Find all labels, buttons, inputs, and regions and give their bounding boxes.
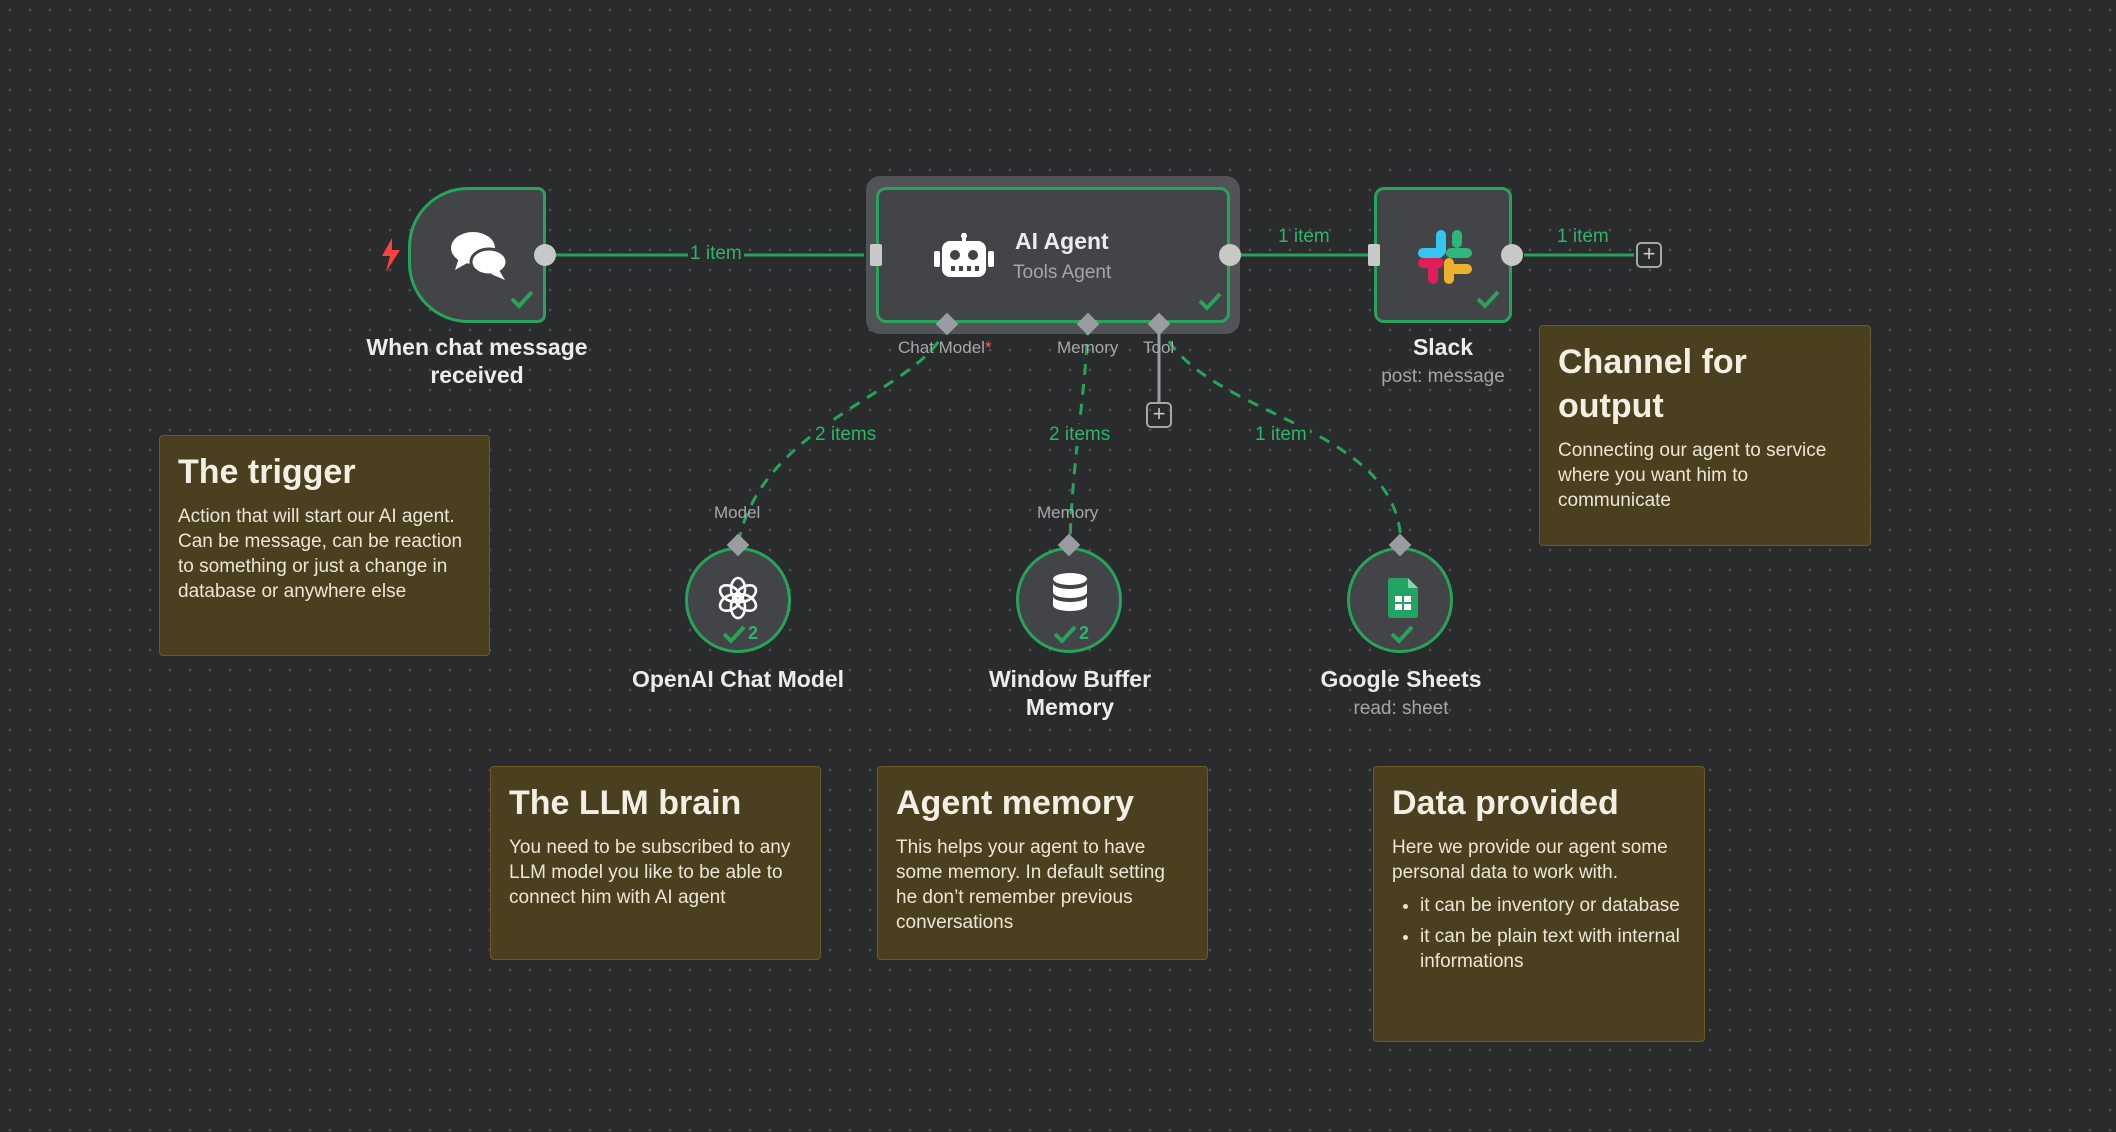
- sticky-body: Action that will start our AI agent. Can…: [178, 506, 463, 602]
- trigger-node-title: When chat message received: [366, 334, 588, 388]
- success-check-icon: [510, 290, 534, 309]
- google-sheets-icon: [1388, 578, 1418, 618]
- sticky-note-data[interactable]: Data provided Here we provide our agent …: [1373, 766, 1705, 1042]
- edge-tool: [1157, 323, 1403, 546]
- sticky-body: This helps your agent to have some memor…: [896, 837, 1165, 933]
- sticky-title: The LLM brain: [509, 784, 742, 822]
- memory-node-title: Window Buffer Memory: [988, 666, 1152, 720]
- success-check-icon: [1390, 625, 1414, 644]
- trigger-output-port[interactable]: [534, 244, 556, 266]
- sticky-note-trigger[interactable]: The trigger Action that will start our A…: [159, 435, 490, 656]
- sticky-body: Here we provide our agent some personal …: [1392, 837, 1668, 883]
- slack-output-port[interactable]: [1501, 244, 1523, 266]
- database-icon: [1053, 573, 1087, 611]
- agent-node-subtitle: Tools Agent: [1013, 262, 1112, 283]
- slack-node-subtitle: post: message: [1381, 366, 1505, 387]
- slack-node-title: Slack: [1412, 334, 1474, 360]
- agent-node[interactable]: AI Agent Tools Agent: [876, 187, 1230, 323]
- edge-label-model: 2 items: [812, 424, 880, 446]
- memory-port-label: Memory: [1037, 503, 1099, 522]
- agent-output-port[interactable]: [1219, 244, 1241, 266]
- sticky-list: it can be inventory or database it can b…: [1392, 893, 1686, 974]
- port-label-chat-model: Chat Model*: [898, 338, 992, 357]
- edge-label-memory: 2 items: [1046, 424, 1114, 446]
- sheets-node-subtitle: read: sheet: [1353, 698, 1449, 719]
- run-count: 2: [1079, 623, 1090, 643]
- sticky-list-item: it can be plain text with internal infor…: [1420, 924, 1686, 974]
- sheets-node-title: Google Sheets: [1320, 666, 1482, 692]
- sticky-note-channel[interactable]: Channel for output Connecting our agent …: [1539, 325, 1871, 546]
- robot-icon: [934, 233, 994, 277]
- openai-node[interactable]: 2: [685, 547, 791, 653]
- slack-input-port[interactable]: [1368, 244, 1380, 266]
- agent-input-port[interactable]: [870, 244, 882, 266]
- success-check-icon: [1053, 625, 1077, 644]
- slack-node[interactable]: [1374, 187, 1512, 323]
- openai-node-title: OpenAI Chat Model: [631, 666, 845, 692]
- success-check-icon: [1476, 290, 1500, 309]
- trigger-bolt-icon: [382, 238, 400, 272]
- google-sheets-node[interactable]: [1347, 547, 1453, 653]
- sticky-title: Channel for output: [1558, 343, 1747, 425]
- edge-model: [736, 323, 949, 546]
- add-node-button[interactable]: +: [1636, 242, 1662, 268]
- add-tool-button[interactable]: +: [1146, 402, 1172, 428]
- edge-label-slack-out: 1 item: [1557, 226, 1609, 247]
- port-label-tool: Tool: [1143, 338, 1175, 357]
- chat-bubbles-icon: [451, 232, 509, 280]
- sticky-body: Connecting our agent to service where yo…: [1558, 440, 1827, 511]
- openai-icon: [718, 576, 758, 620]
- port-label-memory: Memory: [1057, 338, 1119, 357]
- trigger-node[interactable]: [408, 187, 546, 323]
- memory-node[interactable]: 2: [1016, 547, 1122, 653]
- sticky-title: Agent memory: [896, 784, 1135, 822]
- sticky-body: You need to be subscribed to any LLM mod…: [509, 837, 791, 908]
- sticky-title: The trigger: [178, 453, 356, 491]
- sticky-note-llm[interactable]: The LLM brain You need to be subscribed …: [490, 766, 821, 960]
- edge-label-trigger-agent: 1 item: [688, 243, 744, 265]
- sticky-list-item: it can be inventory or database: [1420, 893, 1686, 918]
- sticky-note-memory[interactable]: Agent memory This helps your agent to ha…: [877, 766, 1208, 960]
- slack-icon: [1418, 230, 1472, 284]
- success-check-icon: [722, 625, 746, 644]
- edge-label-tool: 1 item: [1252, 424, 1310, 446]
- success-check-icon: [1198, 292, 1222, 311]
- openai-port-label: Model: [714, 503, 761, 522]
- edge-label-agent-slack: 1 item: [1278, 226, 1330, 247]
- agent-node-title: AI Agent: [1015, 228, 1109, 254]
- sticky-title: Data provided: [1392, 784, 1619, 822]
- run-count: 2: [748, 623, 759, 643]
